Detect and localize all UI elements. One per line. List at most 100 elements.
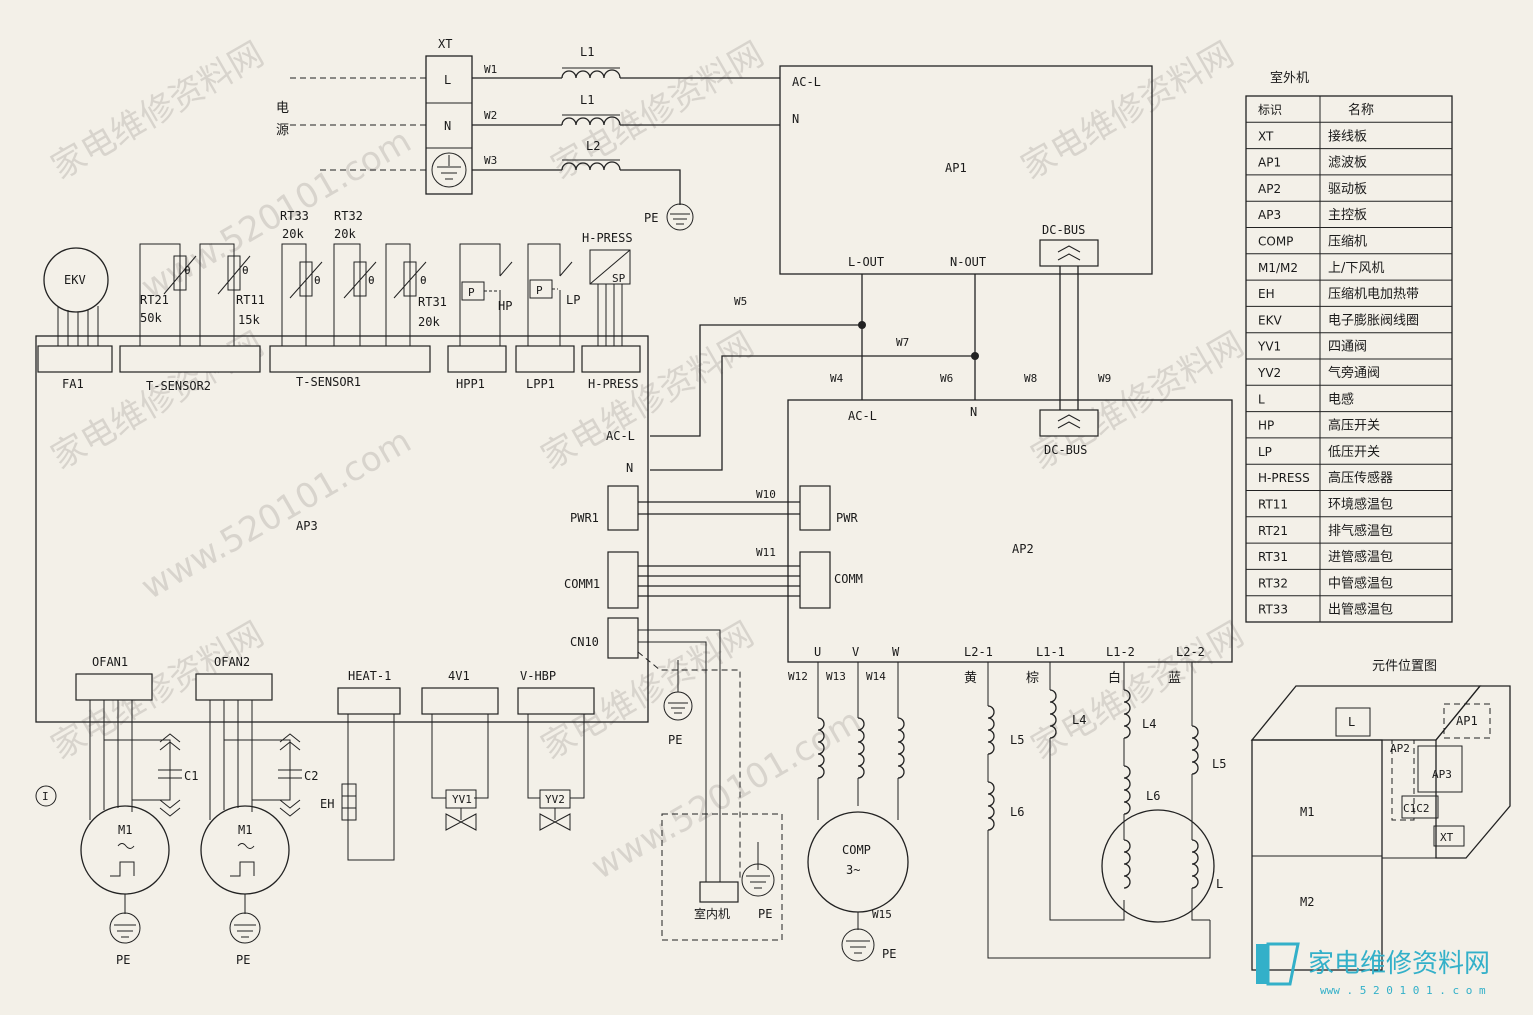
wire-label: W15 — [872, 908, 892, 921]
yv2-label: YV2 — [545, 793, 565, 806]
theta-mark: θ — [368, 274, 375, 287]
comm-connector — [799, 551, 831, 609]
legend-code: AP2 — [1258, 182, 1281, 196]
xt-n-label: N — [444, 119, 451, 133]
wire-color-label: 棕 — [1026, 671, 1039, 686]
xt-l-label: L — [444, 73, 451, 87]
ground-icon — [229, 912, 261, 944]
pe-label: PE — [644, 211, 658, 225]
legend-code: YV1 — [1257, 340, 1281, 354]
capacitor-c2 — [278, 733, 302, 817]
heat1-connector — [337, 687, 401, 715]
wire-color-label: 白 — [1108, 670, 1121, 686]
legend-code: H-PRESS — [1258, 471, 1310, 485]
cn10-connector — [607, 617, 639, 659]
pos-xt-label: XT — [1440, 831, 1454, 844]
legend-desc: 进管感温包 — [1328, 549, 1393, 565]
legend-desc: 电感 — [1328, 391, 1354, 407]
reactor-wiring — [987, 662, 1215, 959]
legend-code: RT33 — [1258, 603, 1288, 617]
pe-label: PE — [758, 907, 772, 921]
ap2-board — [787, 399, 1233, 663]
ap3-cn10-label: CN10 — [570, 635, 599, 649]
watermark-text: 家电维修资料网 — [1015, 34, 1241, 188]
pwr1-connector — [607, 485, 639, 531]
yv1-label: YV1 — [452, 793, 472, 806]
rt31-label: RT31 — [418, 295, 447, 309]
ap2-l22-label: L2-2 — [1176, 645, 1205, 659]
legend-row: H-PRESS 高压传感器 — [1258, 470, 1393, 486]
ap1-label: AP1 — [945, 161, 967, 175]
ap2-l11-label: L1-1 — [1036, 645, 1065, 659]
vhbp-label: V-HBP — [520, 669, 556, 683]
ground-icon — [663, 691, 693, 721]
fan-motor-m2: M1 — [200, 700, 291, 914]
ap1-board — [779, 65, 1153, 275]
legend-code: M1/M2 — [1258, 261, 1298, 275]
legend-code: RT31 — [1258, 550, 1288, 564]
ground-icon — [841, 928, 875, 962]
legend-code: XT — [1258, 129, 1274, 143]
ap1-nout-label: N-OUT — [950, 255, 986, 269]
wire-label: W9 — [1098, 372, 1111, 385]
fan-motor-m1: M1 — [80, 700, 171, 914]
legend-title: 室外机 — [1270, 70, 1309, 86]
legend-desc: 出管感温包 — [1328, 602, 1393, 618]
ground-icon — [666, 203, 694, 231]
pe-label: PE — [116, 953, 130, 967]
legend-desc: 高压传感器 — [1328, 470, 1393, 486]
wire-label: W11 — [756, 546, 776, 559]
source-label: 源 — [276, 123, 289, 138]
legend-code: EH — [1258, 287, 1275, 301]
pressure-mark: P — [468, 286, 475, 299]
inductor-label: L6 — [1146, 789, 1160, 803]
thermistor-rt21: θ — [139, 243, 197, 346]
indoor-unit-box — [661, 813, 783, 941]
ap2-comm-label: COMM — [834, 572, 863, 586]
theta-mark: θ — [184, 264, 191, 277]
circle-mark-icon: I — [35, 785, 57, 807]
ap2-pwr-label: PWR — [836, 511, 858, 525]
ap2-label: AP2 — [1012, 542, 1034, 556]
inductor-label: L1 — [580, 45, 594, 59]
watermark-url: www.520101.com — [135, 121, 419, 308]
watermark-text: 家电维修资料网 — [45, 34, 271, 188]
legend-code: COMP — [1258, 235, 1293, 249]
theta-mark: θ — [314, 274, 321, 287]
hpp1-label: HPP1 — [456, 377, 485, 391]
rt21-label: RT21 — [140, 293, 169, 307]
ap2-acl-label: AC-L — [848, 409, 877, 423]
ap1-n-label: N — [792, 112, 799, 126]
thermistor-rt11: θ — [199, 243, 251, 346]
motor-label: M1 — [238, 823, 252, 837]
rt33-value: 20k — [282, 227, 304, 241]
legend-code: RT11 — [1258, 498, 1288, 512]
inductor-label: L4 — [1072, 713, 1086, 727]
legend-code: HP — [1258, 419, 1274, 433]
ap2-n-label: N — [970, 405, 977, 419]
heat1-label: HEAT-1 — [348, 669, 391, 683]
legend-desc: 气旁通阀 — [1328, 365, 1380, 381]
pos-c1c2-label: C1C2 — [1403, 802, 1430, 815]
legend-code: AP3 — [1258, 208, 1281, 222]
ground-icon — [741, 842, 775, 897]
site-logo: 家电维修资料网 www . 5 2 0 1 0 1 . c o m — [1256, 942, 1490, 997]
rt11-label: RT11 — [236, 293, 265, 307]
legend-desc: 中管感温包 — [1328, 575, 1393, 591]
legend-desc: 滤波板 — [1328, 156, 1367, 171]
lp-switch: P — [527, 243, 573, 346]
legend-row: RT33 出管感温包 — [1258, 602, 1393, 618]
dc-bus-connector — [1039, 239, 1099, 267]
ap2-v-label: V — [852, 645, 859, 659]
legend-desc: 低压开关 — [1328, 445, 1380, 460]
hpress-label: H-PRESS — [582, 231, 633, 245]
ap2-l21-label: L2-1 — [964, 645, 993, 659]
